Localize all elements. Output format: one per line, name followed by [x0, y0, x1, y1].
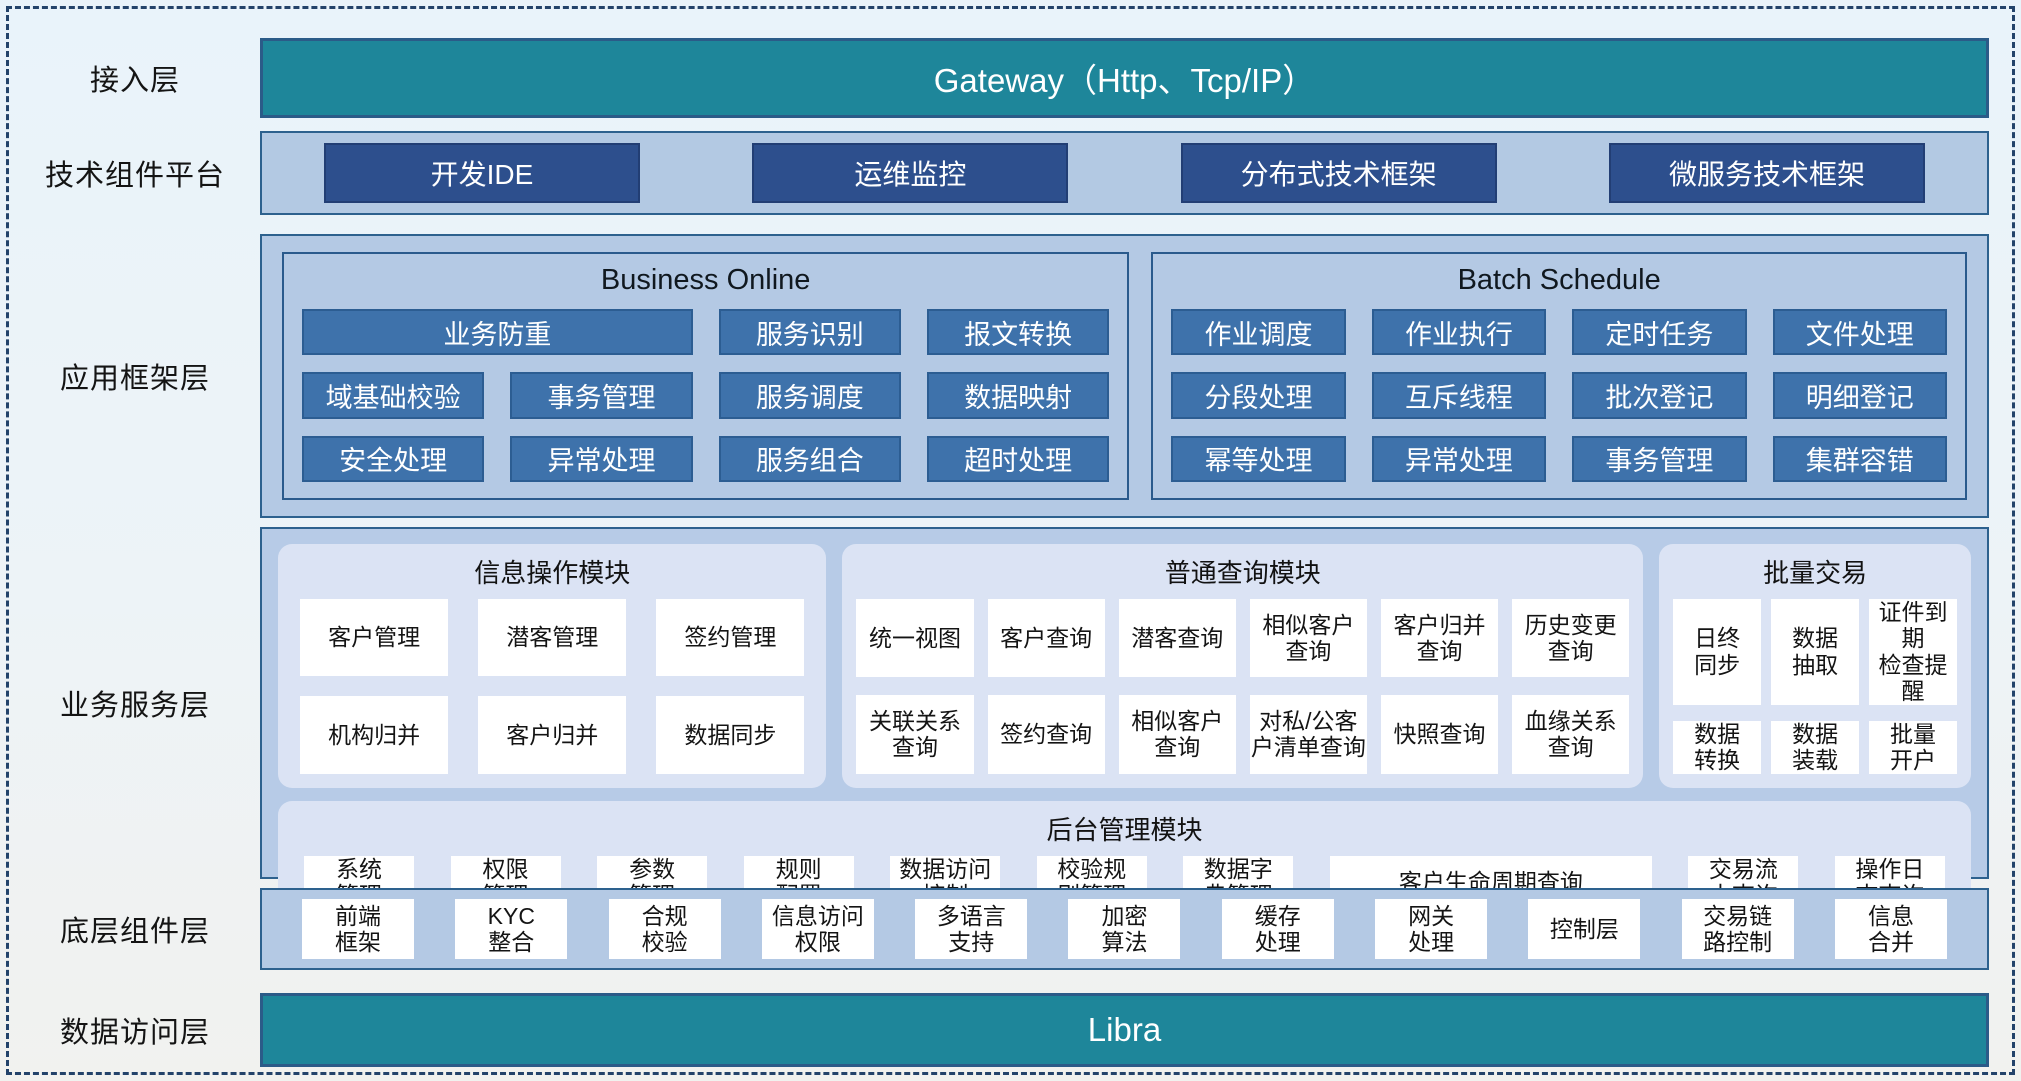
framework-capability-box: 文件处理 — [1772, 309, 1947, 356]
tech-platform-row: 开发IDE 运维监控 分布式技术框架 微服务技术框架 — [260, 131, 1989, 215]
layer-label-tech-platform: 技术组件平台 — [44, 160, 225, 192]
framework-capability-box: 服务组合 — [718, 435, 901, 482]
layer-business-service: 业务服务层 信息操作模块 客户管理潜客管理签约管理机构归并客户归并数据同步 普通… — [10, 527, 2011, 921]
service-box: 关联关系 查询 — [856, 695, 974, 774]
service-box: 交易链 路控制 — [1681, 899, 1794, 959]
bottom-component-row: 前端 框架 KYC 整合合规 校验信息访问 权限多语言 支持加密 算法缓存 处理网… — [260, 888, 1989, 970]
framework-capability-box: 明细登记 — [1772, 372, 1947, 419]
service-box: 证件到期 检查提醒 — [1869, 599, 1957, 705]
service-box: 客户管理 — [300, 599, 449, 677]
layer-label-app-framework: 应用框架层 — [59, 363, 210, 395]
business-service-modules: 信息操作模块 客户管理潜客管理签约管理机构归并客户归并数据同步 普通查询模块 统… — [278, 544, 1971, 788]
service-box: 历史变更 查询 — [1512, 599, 1630, 678]
layer-label-data-access: 数据访问层 — [59, 1017, 210, 1049]
service-box: 快照查询 — [1380, 695, 1499, 774]
batch-schedule-grid: 作业调度作业执行定时任务文件处理分段处理互斥线程批次登记明细登记幂等处理异常处理… — [1171, 309, 1947, 482]
layer-label-access: 接入层 — [89, 65, 180, 97]
service-box: 前端 框架 — [302, 899, 414, 959]
layer-bottom-component: 底层组件层 前端 框架 KYC 整合合规 校验信息访问 权限多语言 支持加密 算法… — [10, 888, 2011, 970]
tech-component-button: 分布式技术框架 — [1180, 143, 1497, 203]
framework-capability-box: 安全处理 — [302, 435, 485, 482]
service-box: 统一视图 — [856, 599, 974, 678]
service-box: 潜客查询 — [1118, 599, 1236, 678]
libra-bar: Libra — [260, 993, 1989, 1067]
service-box: 合规 校验 — [608, 899, 721, 959]
framework-capability-box: 事务管理 — [1572, 435, 1747, 482]
framework-capability-box: 幂等处理 — [1171, 435, 1346, 482]
tech-component-button: 开发IDE — [324, 143, 640, 203]
business-service-box: 信息操作模块 客户管理潜客管理签约管理机构归并客户归并数据同步 普通查询模块 统… — [260, 527, 1989, 921]
batch-transaction-title: 批量交易 — [1763, 558, 1868, 588]
layer-app-framework: 应用框架层 Business Online 业务防重服务识别报文转换域基础校验事… — [10, 234, 2011, 518]
architecture-diagram: 接入层 Gateway（Http、Tcp/IP） 技术组件平台 开发IDE 运维监… — [10, 8, 2011, 1073]
framework-capability-box: 业务防重 — [302, 309, 693, 356]
service-box: 网关 处理 — [1375, 899, 1488, 959]
framework-capability-box: 数据映射 — [926, 372, 1110, 419]
service-box: 信息访问 权限 — [761, 899, 874, 959]
app-framework-box: Business Online 业务防重服务识别报文转换域基础校验事务管理服务调… — [260, 234, 1989, 518]
service-box: 信息 合并 — [1834, 899, 1947, 959]
tech-component-button: 微服务技术框架 — [1608, 143, 1925, 203]
service-box: 相似客户 查询 — [1249, 599, 1367, 678]
business-online-panel: Business Online 业务防重服务识别报文转换域基础校验事务管理服务调… — [282, 252, 1130, 500]
framework-capability-box: 批次登记 — [1572, 372, 1747, 419]
service-box: 潜客管理 — [478, 599, 627, 677]
admin-module-title: 后台管理模块 — [1046, 814, 1203, 845]
layer-access: 接入层 Gateway（Http、Tcp/IP） — [10, 38, 2011, 118]
framework-capability-box: 服务识别 — [718, 309, 901, 356]
service-box: 数据 转换 — [1673, 720, 1762, 774]
service-box: 客户归并 查询 — [1380, 599, 1499, 678]
service-box: 数据 装载 — [1771, 720, 1860, 774]
framework-capability-box: 服务调度 — [718, 372, 901, 419]
common-query-title: 普通查询模块 — [1164, 558, 1321, 588]
common-query-grid: 统一视图客户查询潜客查询相似客户 查询客户归并 查询历史变更 查询关联关系 查询… — [856, 599, 1630, 774]
framework-capability-box: 集群容错 — [1772, 435, 1947, 482]
service-box: 相似客户 查询 — [1118, 695, 1236, 774]
framework-capability-box: 报文转换 — [926, 309, 1110, 356]
batch-schedule-title: Batch Schedule — [1457, 264, 1661, 296]
service-box: 缓存 处理 — [1221, 899, 1334, 959]
business-online-grid: 业务防重服务识别报文转换域基础校验事务管理服务调度数据映射安全处理异常处理服务组… — [302, 309, 1110, 482]
service-box: 客户归并 — [478, 696, 627, 774]
framework-capability-box: 定时任务 — [1572, 309, 1747, 356]
service-box: 多语言 支持 — [915, 899, 1028, 959]
layer-data-access: 数据访问层 Libra — [10, 993, 2011, 1067]
service-box: 控制层 — [1528, 899, 1641, 959]
service-box: 数据同步 — [656, 696, 805, 774]
framework-capability-box: 作业调度 — [1171, 309, 1346, 356]
batch-transaction-grid: 日终 同步数据 抽取证件到期 检查提醒数据 转换数据 装载批量 开户 — [1673, 599, 1957, 774]
service-box: 数据 抽取 — [1771, 599, 1860, 705]
framework-capability-box: 异常处理 — [1371, 435, 1547, 482]
common-query-module: 普通查询模块 统一视图客户查询潜客查询相似客户 查询客户归并 查询历史变更 查询… — [842, 544, 1644, 788]
framework-capability-box: 超时处理 — [926, 435, 1110, 482]
framework-capability-box: 异常处理 — [510, 435, 693, 482]
service-box: 机构归并 — [300, 696, 449, 774]
service-box: 日终 同步 — [1673, 599, 1762, 705]
service-box: 加密 算法 — [1068, 899, 1181, 959]
batch-transaction-module: 批量交易 日终 同步数据 抽取证件到期 检查提醒数据 转换数据 装载批量 开户 — [1659, 544, 1971, 788]
info-operation-module: 信息操作模块 客户管理潜客管理签约管理机构归并客户归并数据同步 — [278, 544, 827, 788]
service-box: 批量 开户 — [1869, 720, 1957, 774]
tech-component-button: 运维监控 — [752, 143, 1069, 203]
service-box: KYC 整合 — [455, 899, 568, 959]
framework-capability-box: 事务管理 — [510, 372, 693, 419]
batch-schedule-panel: Batch Schedule 作业调度作业执行定时任务文件处理分段处理互斥线程批… — [1151, 252, 1967, 500]
framework-capability-box: 作业执行 — [1371, 309, 1547, 356]
business-online-title: Business Online — [600, 264, 811, 296]
service-box: 对私/公客 户清单查询 — [1249, 695, 1367, 774]
layer-tech-platform: 技术组件平台 开发IDE 运维监控 分布式技术框架 微服务技术框架 — [10, 131, 2011, 215]
info-operation-title: 信息操作模块 — [474, 558, 631, 588]
framework-capability-box: 分段处理 — [1171, 372, 1346, 419]
service-box: 客户查询 — [987, 599, 1105, 678]
service-box: 签约管理 — [656, 599, 805, 677]
framework-capability-box: 互斥线程 — [1371, 372, 1547, 419]
layer-label-bottom-component: 底层组件层 — [59, 916, 210, 948]
service-box: 血缘关系 查询 — [1512, 695, 1630, 774]
service-box: 签约查询 — [987, 695, 1105, 774]
framework-capability-box: 域基础校验 — [302, 372, 485, 419]
layer-label-business-service: 业务服务层 — [59, 690, 210, 722]
info-operation-grid: 客户管理潜客管理签约管理机构归并客户归并数据同步 — [292, 599, 812, 774]
gateway-bar: Gateway（Http、Tcp/IP） — [260, 38, 1989, 118]
